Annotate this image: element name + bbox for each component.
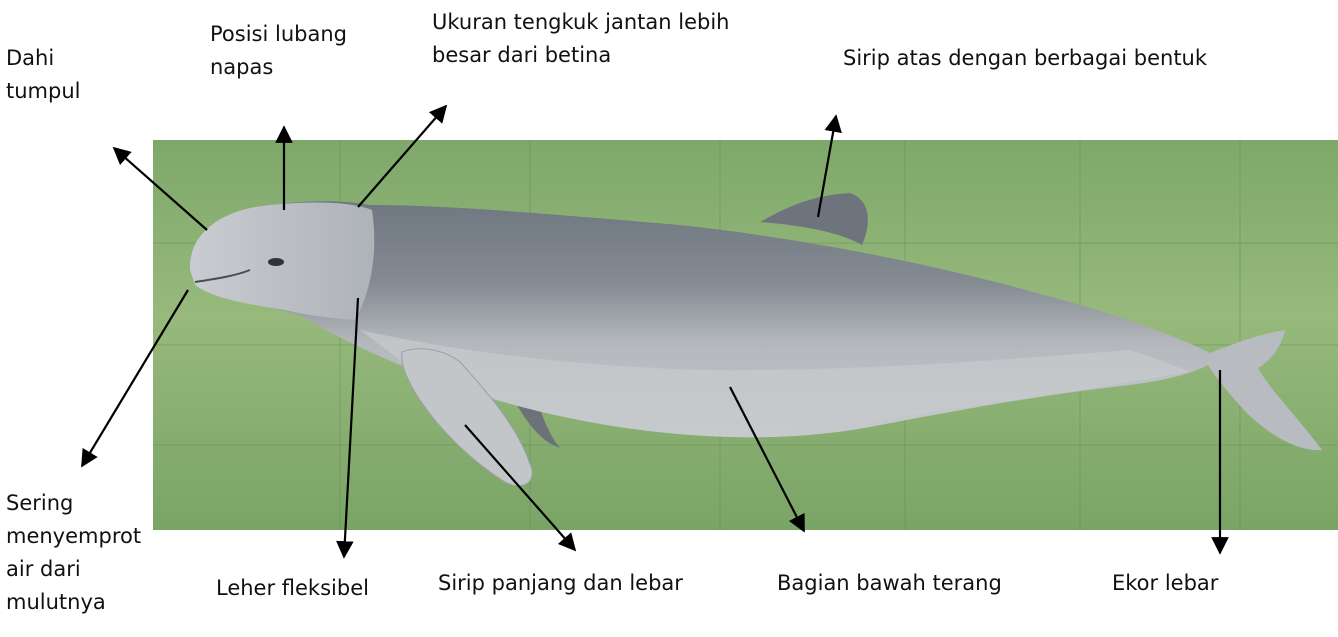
dolphin-eye — [268, 258, 284, 266]
label-ekor-lebar: Ekor lebar — [1112, 567, 1218, 600]
label-leher-fleksibel: Leher fleksibel — [216, 572, 369, 605]
label-posisi-lubang-napas: Posisi lubang napas — [210, 18, 347, 84]
label-sirip-atas: Sirip atas dengan berbagai bentuk — [843, 42, 1207, 75]
label-dahi-tumpul: Dahi tumpul — [6, 42, 80, 108]
label-bagian-bawah-terang: Bagian bawah terang — [777, 567, 1002, 600]
label-sirip-panjang: Sirip panjang dan lebar — [438, 567, 683, 600]
label-sering-menyemprot: Sering menyemprot air dari mulutnya — [6, 487, 141, 619]
label-ukuran-tengkuk: Ukuran tengkuk jantan lebih besar dari b… — [432, 6, 729, 72]
